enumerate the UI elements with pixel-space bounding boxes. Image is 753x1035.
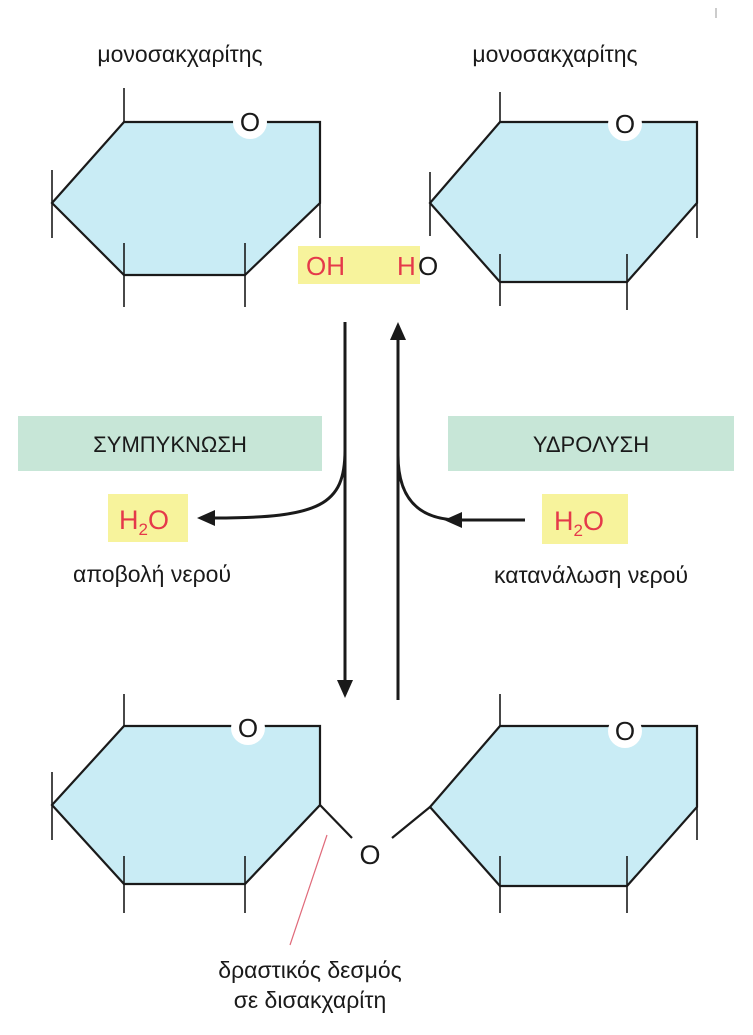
- bond-label-line1: δραστικός δεσμός: [218, 957, 401, 983]
- bottom-right-ring-oxygen-mask: [608, 714, 642, 748]
- condensation-water-formula: H2O: [119, 505, 169, 539]
- glycosidic-oxygen: O: [359, 840, 380, 870]
- top-right-hydroxyl-oxygen: O: [418, 251, 438, 281]
- top-right-ring: [428, 92, 699, 310]
- top-right-ring-oxygen: O: [615, 109, 635, 139]
- bottom-right-ring: [428, 694, 699, 913]
- hydrolysis-water-formula: H2O: [554, 506, 604, 540]
- condensation-title-highlight: [18, 416, 322, 471]
- hydrolysis-water-highlight: [542, 494, 628, 544]
- bond-label-line2: σε δισακχαρίτη: [234, 987, 387, 1013]
- condensation-branch-curve: [214, 449, 347, 520]
- top-left-ring-oxygen: O: [240, 107, 260, 137]
- hydrolysis-incoming-arrowhead: [444, 512, 462, 528]
- hydrolysis-title-highlight: [448, 416, 734, 471]
- bottom-left-ring: [50, 694, 322, 913]
- bond-pointer-line: [289, 834, 328, 946]
- top-left-monosaccharide-label: μονοσακχαρίτης: [97, 41, 262, 67]
- top-right-ring-oxygen-mask: [608, 107, 642, 141]
- glycosidic-bond-left: [319, 804, 353, 839]
- glycosidic-bond-right: [391, 806, 431, 839]
- reactive-groups-highlight: [298, 246, 420, 284]
- bottom-right-ring-oxygen: O: [615, 716, 635, 746]
- bottom-left-ring-oxygen-mask: [231, 711, 265, 745]
- top-right-monosaccharide-label: μονοσακχαρίτης: [472, 41, 637, 67]
- top-left-ring-oxygen-mask: [233, 105, 267, 139]
- bottom-left-ring-oxygen: O: [238, 713, 258, 743]
- top-left-ring: [50, 88, 322, 307]
- condensation-title: ΣΥΜΠΥΚΝΩΣΗ: [93, 432, 247, 457]
- hydrolysis-caption: κατανάλωση νερού: [494, 562, 688, 588]
- condensation-water-highlight: [108, 494, 188, 542]
- top-left-hydroxyl-group: OH: [306, 251, 345, 281]
- condensation-down-arrowhead: [337, 680, 353, 698]
- top-right-hydrogen: H: [397, 251, 416, 281]
- hydrolysis-title: ΥΔΡΟΛΥΣΗ: [533, 432, 649, 457]
- condensation-caption: αποβολή νερού: [73, 561, 231, 587]
- condensation-left-arrowhead: [197, 510, 215, 526]
- hydrolysis-up-arrowhead: [390, 322, 406, 340]
